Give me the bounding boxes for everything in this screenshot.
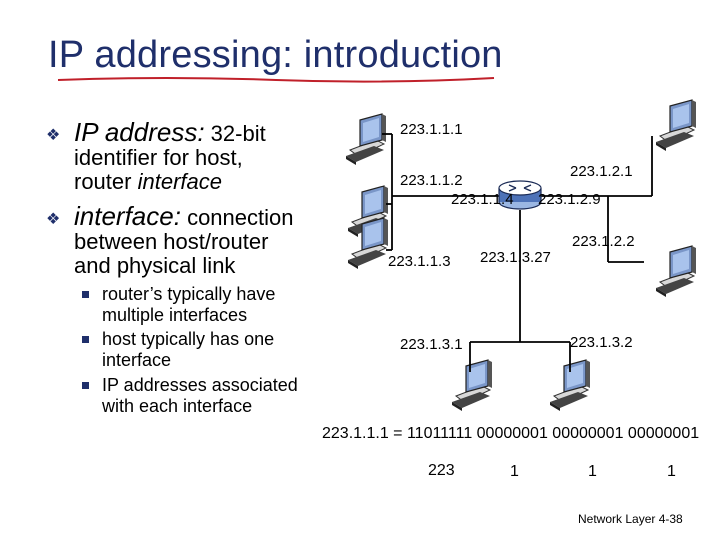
bullet-text: connection — [180, 205, 294, 230]
address-label-223-1-1-4: 223.1.1.4 — [451, 191, 514, 208]
address-label-223-1-1-1: 223.1.1.1 — [400, 121, 463, 138]
slide-title: IP addressing: introduction — [48, 34, 503, 76]
binary-equation: 223.1.1.1 = 11011111 00000001 00000001 0… — [322, 425, 700, 442]
bullet-text: identifier for host, — [74, 145, 243, 170]
address-label-223-1-1-3: 223.1.1.3 — [388, 253, 451, 270]
address-label-223-1-3-1: 223.1.3.1 — [400, 336, 463, 353]
address-label-223-1-2-2: 223.1.2.2 — [572, 233, 635, 250]
host-computer-icon — [345, 113, 387, 166]
title-underline — [57, 77, 495, 83]
sub-bullet-text: host typically has one — [102, 329, 275, 349]
decimal-octet: 1 — [588, 463, 597, 480]
address-label-223-1-3-27: 223.1.3.27 — [480, 249, 551, 266]
bullet-text: interface — [137, 169, 222, 194]
sub-bullet-text: with each interface — [102, 396, 253, 416]
decimal-octet: 1 — [510, 463, 519, 480]
sub-bullet: router’s typically have multiple interfa… — [82, 284, 342, 326]
bullet-term: interface: — [74, 201, 181, 231]
square-bullet-icon — [82, 382, 89, 389]
bullet-text: and physical link — [74, 253, 236, 278]
subnet-link-223-1-1 — [382, 133, 500, 251]
sub-bullet: host typically has one interface — [82, 329, 342, 371]
host-computer-icon — [655, 245, 697, 298]
sub-bullet-text: router’s typically have — [102, 284, 276, 304]
square-bullet-icon — [82, 291, 89, 298]
router-icon — [498, 180, 542, 210]
decimal-octet: 223 — [428, 462, 455, 479]
address-label-223-1-1-2: 223.1.1.2 — [400, 172, 463, 189]
bullet-term: IP address: — [74, 117, 205, 147]
decimal-octet: 1 — [667, 463, 676, 480]
subnet-link-223-1-3 — [469, 210, 571, 372]
host-computer-icon — [451, 359, 493, 412]
slide-footer: Network Layer 4-38 — [578, 512, 683, 526]
bullet-text: 32-bit — [204, 121, 266, 146]
host-computer-icon — [347, 217, 389, 270]
bullet-text: between host/router — [74, 229, 269, 254]
sub-bullet-text: IP addresses associated — [102, 375, 298, 395]
address-label-223-1-2-1: 223.1.2.1 — [570, 163, 633, 180]
bullet-ip-address: ❖ IP address: 32-bit identifier for host… — [46, 117, 334, 194]
square-bullet-icon — [82, 336, 89, 343]
host-computer-icon — [655, 99, 697, 152]
diamond-check-icon: ❖ — [46, 211, 61, 228]
subnet-link-223-1-2 — [540, 136, 653, 263]
diamond-check-icon: ❖ — [46, 127, 61, 144]
sub-bullet: IP addresses associated with each interf… — [82, 375, 342, 417]
bullet-interface: ❖ interface: connection between host/rou… — [46, 201, 334, 278]
sub-bullet-text: multiple interfaces — [102, 305, 248, 325]
address-label-223-1-3-2: 223.1.3.2 — [570, 334, 633, 351]
sub-bullet-text: interface — [102, 350, 172, 370]
address-label-223-1-2-9: 223.1.2.9 — [538, 191, 601, 208]
bullet-text: router — [74, 169, 138, 194]
